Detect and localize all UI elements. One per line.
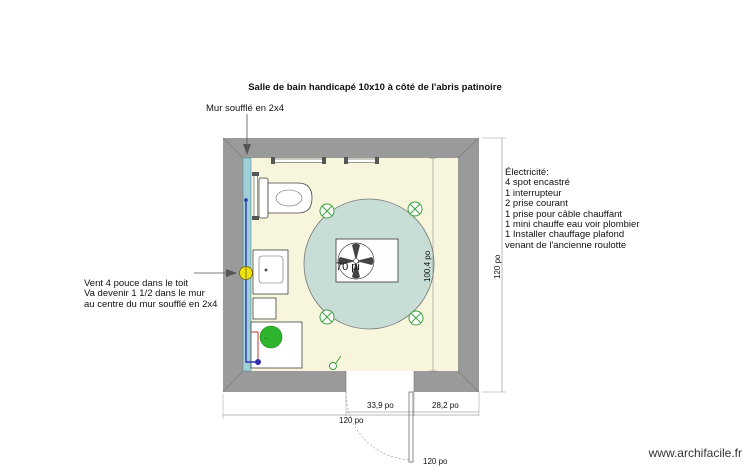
spotlight-icon — [319, 309, 335, 325]
sink-icon — [252, 249, 289, 295]
vent-note-line: Va devenir 1 1/2 dans le mur — [84, 288, 205, 300]
cabinet — [252, 297, 277, 320]
electricity-item: venant de l'ancienne roulotte — [505, 239, 627, 251]
electricity-notes: Électricité: 4 spot encastré 1 interrupt… — [505, 167, 640, 251]
spotlight-icon — [319, 203, 335, 219]
water-heater-icon: ... — [250, 321, 303, 369]
room-depth-dimension — [482, 137, 506, 393]
door — [345, 391, 414, 463]
grab-bar-icon — [252, 172, 259, 220]
wall-note: Mur soufflé en 2x4 — [206, 103, 284, 114]
vent-arrow — [194, 269, 237, 277]
electricity-item: 1 Installer chauffage plafond — [505, 229, 625, 241]
electricity-item: 4 spot encastré — [505, 177, 570, 189]
door-dimension-label: 120 po — [423, 457, 448, 466]
fan-label: 70 pi — [336, 261, 360, 273]
room-width-dimension — [222, 394, 479, 419]
plumbing-lines — [244, 198, 261, 365]
spotlight-icon — [408, 310, 424, 326]
door-opening — [346, 371, 414, 392]
toilet-icon — [258, 177, 313, 219]
vent-note-line: au centre du mur soufflé en 2x4 — [84, 298, 218, 310]
spotlight-icon — [407, 201, 423, 217]
electricity-item: 2 prise courant — [505, 198, 568, 210]
vent-icon — [239, 266, 253, 280]
electricity-item: 1 prise pour câble chauffant — [505, 208, 623, 220]
room-depth-label: 120 po — [493, 254, 502, 279]
electricity-heading: Électricité: — [505, 167, 549, 178]
watermark[interactable]: www.archifacile.fr — [648, 445, 742, 460]
vent-note-line: Vent 4 pouce dans le toit — [84, 278, 189, 289]
left-segment-label: 33,9 po — [367, 401, 394, 410]
segment-dimensions — [345, 392, 480, 416]
grab-bar-icon — [271, 157, 326, 164]
switch-icon — [329, 355, 342, 370]
heater-label: ... — [264, 335, 268, 341]
electricity-item: 1 mini chauffe eau voir plombier — [505, 219, 640, 231]
grab-bar-icon — [344, 157, 379, 164]
inner-height-dimension — [429, 157, 437, 372]
fan-icon — [335, 238, 399, 283]
plan-title: Salle de bain handicapé 10x10 à côté de … — [248, 82, 502, 93]
blown-insulation-wall — [242, 157, 252, 372]
electricity-item: 1 interrupteur — [505, 187, 562, 199]
room-width-label: 120 po — [339, 416, 364, 425]
wall-arrow — [243, 114, 251, 155]
inner-height-label: 100,4 po — [423, 250, 432, 282]
vent-note: Vent 4 pouce dans le toit Va devenir 1 1… — [84, 278, 218, 310]
right-segment-label: 28,2 po — [432, 401, 459, 410]
